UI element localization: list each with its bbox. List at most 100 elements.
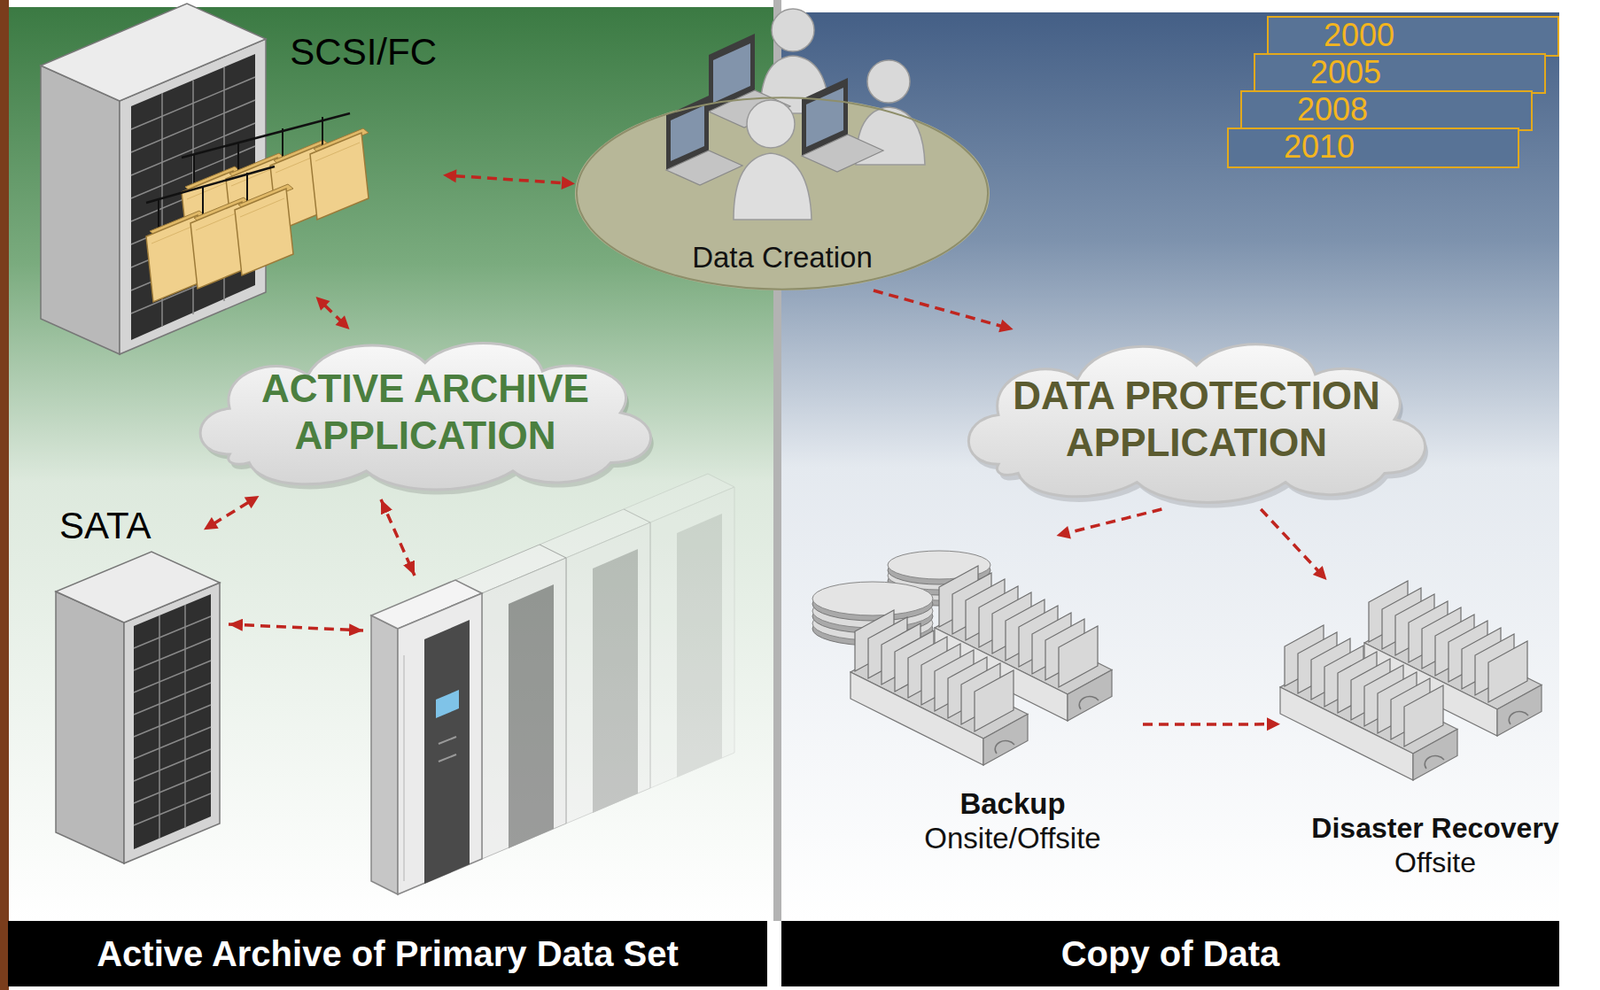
arrow-head (998, 319, 1013, 333)
cloud-outline (948, 329, 1445, 510)
node-label: Active Archive of Primary Data Set (96, 932, 679, 976)
sata-disk-array (184, 605, 187, 829)
file-folders (234, 172, 294, 276)
connector-arrow (1056, 509, 1163, 540)
tape-library (566, 522, 651, 824)
node-label: SATA (59, 504, 151, 549)
file-folders (310, 116, 369, 220)
connector-line (1260, 509, 1319, 572)
tape-library (592, 549, 638, 814)
node-label: 2005 (1310, 54, 1382, 91)
tape-library (676, 513, 723, 778)
node-label: 2008 (1297, 92, 1368, 128)
node-label: Backup (959, 786, 1065, 823)
year-box: 2008 (1240, 90, 1533, 132)
cloud-outline (968, 344, 1425, 504)
node-label: Data Creation (691, 240, 873, 276)
node-label: 2010 (1283, 129, 1355, 165)
people-laptops (733, 153, 812, 220)
sata-disk-array (55, 591, 125, 864)
tape-library (438, 754, 457, 762)
arrow-head (335, 315, 350, 330)
sata-disk-array (124, 582, 220, 864)
sata-disk-array (133, 793, 211, 826)
node-label: ACTIVE ARCHIVE APPLICATION (221, 365, 630, 460)
tape-library (438, 737, 457, 745)
tape-library (424, 620, 470, 885)
people-laptops (801, 134, 884, 172)
connector-arrow (203, 496, 259, 530)
connector-arrow (1142, 717, 1281, 731)
data-creation-ellipse: Data Creation (574, 96, 990, 291)
people-laptops (666, 150, 743, 186)
connector-line (1142, 722, 1268, 727)
tape-cartridges (850, 610, 1028, 766)
arrow-head (442, 169, 457, 183)
file-folders (146, 113, 369, 303)
node-label: Offsite (1394, 846, 1476, 880)
people-laptops (771, 8, 815, 52)
year-box: 2005 (1253, 53, 1546, 94)
sata-disk-array (133, 605, 211, 839)
panel-background (0, 0, 9, 990)
tape-library (650, 487, 735, 789)
people-laptops (574, 96, 990, 291)
tape-library (481, 558, 567, 860)
disk-stack (812, 582, 933, 616)
arrow-head (244, 496, 260, 509)
connector-line (455, 176, 563, 184)
section-bar: Copy of Data (781, 921, 1560, 987)
arrow-head (561, 176, 575, 190)
connector-arrow (873, 290, 1014, 333)
connector-line (873, 290, 1002, 327)
server-rack (40, 65, 120, 355)
node-label: DATA PROTECTION APPLICATION (993, 372, 1401, 467)
backup-storage: BackupOnsite/Offsite (797, 535, 1143, 864)
node-label: SCSI/FC (289, 30, 437, 75)
arrow-head (1056, 526, 1072, 540)
tape-library (435, 690, 459, 719)
arrow-head (1312, 566, 1328, 581)
cloud-outline (180, 329, 670, 497)
tape-cartridges (850, 566, 1542, 781)
connector-arrow (1260, 509, 1327, 581)
sata-disk-array (133, 594, 211, 850)
section-bar: Active Archive of Primary Data Set (7, 921, 768, 987)
connector-arrow (316, 296, 350, 330)
connector-line (214, 502, 249, 524)
node-label: Disaster Recovery (1311, 811, 1559, 846)
node-label: Copy of Data (1061, 932, 1281, 976)
tape-library (508, 584, 554, 849)
people-laptops (806, 87, 844, 148)
cloud-outline (200, 343, 651, 490)
archive-arrow (228, 499, 415, 631)
archive-arrow (228, 624, 364, 631)
tape-cartridges (1280, 625, 1458, 781)
connector-arrow (442, 169, 575, 190)
people-laptops (867, 60, 910, 103)
node-label: 2000 (1323, 17, 1395, 54)
arrow-head (1266, 717, 1281, 731)
archive-arrow (380, 499, 415, 576)
year-box: 2010 (1227, 127, 1520, 169)
tape-library (397, 593, 482, 895)
scsi-fc-rack: SCSI/FC (132, 26, 443, 297)
panel-background (781, 12, 1560, 922)
disaster-recovery-storage: Disaster RecoveryOffsite (1280, 580, 1591, 886)
people-laptops (713, 43, 751, 103)
connector-line (325, 305, 342, 321)
sata-disk-array (55, 551, 220, 864)
tape-library (403, 655, 405, 882)
connector-line (1068, 509, 1162, 534)
tape-library (371, 473, 735, 895)
node-label: Onsite/Offsite (924, 821, 1101, 857)
people-laptops (746, 100, 795, 148)
year-box: 2000 (1266, 15, 1560, 57)
application-cloud: DATA PROTECTION APPLICATION (948, 329, 1445, 510)
ellipse-outline (576, 97, 988, 289)
application-cloud: ACTIVE ARCHIVE APPLICATION (180, 329, 670, 497)
arrow-head (316, 296, 331, 311)
